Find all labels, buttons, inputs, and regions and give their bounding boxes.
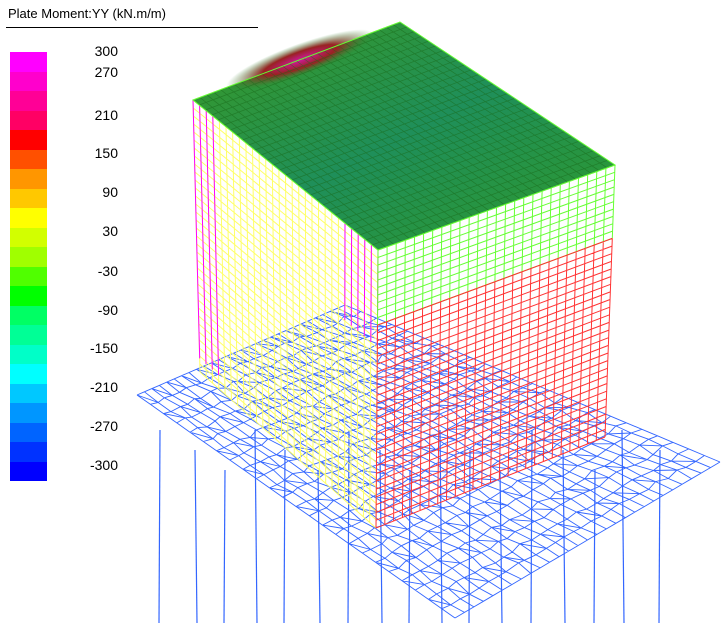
legend-tick-label: -90 [97,302,118,318]
pile-line [621,429,625,623]
legend-swatch [10,461,47,481]
pile-line [194,449,198,623]
legend-swatch [10,91,47,111]
legend-tick-label: -30 [97,263,118,279]
legend-tick-label: 270 [94,64,118,80]
legend-swatch [10,442,47,462]
legend-swatch [10,208,47,228]
pile-line [499,469,503,623]
legend-swatch [10,52,47,72]
top-plate-mesh [192,21,617,251]
legend-tick-label: -300 [89,457,118,473]
legend-tick-label: 30 [102,223,118,239]
legend-swatch [10,286,47,306]
color-legend-bar [10,52,47,481]
top-plate-fill [193,22,615,250]
pile-line [158,429,161,623]
legend-swatch [10,247,47,267]
legend-swatch [10,364,47,384]
legend-swatch [10,149,47,169]
legend-swatch [10,266,47,286]
pile-line [223,469,226,623]
pile-line [254,429,258,623]
legend-tick-label: 210 [94,107,118,123]
legend-swatch [10,188,47,208]
legend-tick-label: 300 [94,43,118,59]
pile-line [593,469,596,623]
legend-tick-label: 150 [94,145,118,161]
pile-line [408,469,411,623]
legend-swatch [10,383,47,403]
left-wall-accent-lines [192,99,379,376]
pile-lines [158,429,661,623]
legend-tick-label: 90 [102,184,118,200]
legend-swatch [10,169,47,189]
legend-swatch [10,422,47,442]
legend-swatch [10,325,47,345]
legend-tick-label: -210 [89,379,118,395]
pile-line [317,469,321,623]
legend-title: Plate Moment:YY (kN.m/m) [8,6,166,21]
legend-tick-label: -270 [89,418,118,434]
legend-swatch [10,110,47,130]
legend-title-underline [6,27,258,28]
top-plate-outline [192,21,617,251]
right-wall-lower-grid [375,237,613,529]
left-wall-mesh [192,99,379,529]
pile-line [658,449,661,623]
legend-swatch [10,227,47,247]
legend-swatch [10,71,47,91]
pile-line [283,449,286,623]
legend-swatch [10,403,47,423]
legend-swatch [10,305,47,325]
legend-swatch [10,344,47,364]
legend-tick-label: -150 [89,340,118,356]
legend-swatch [10,130,47,150]
